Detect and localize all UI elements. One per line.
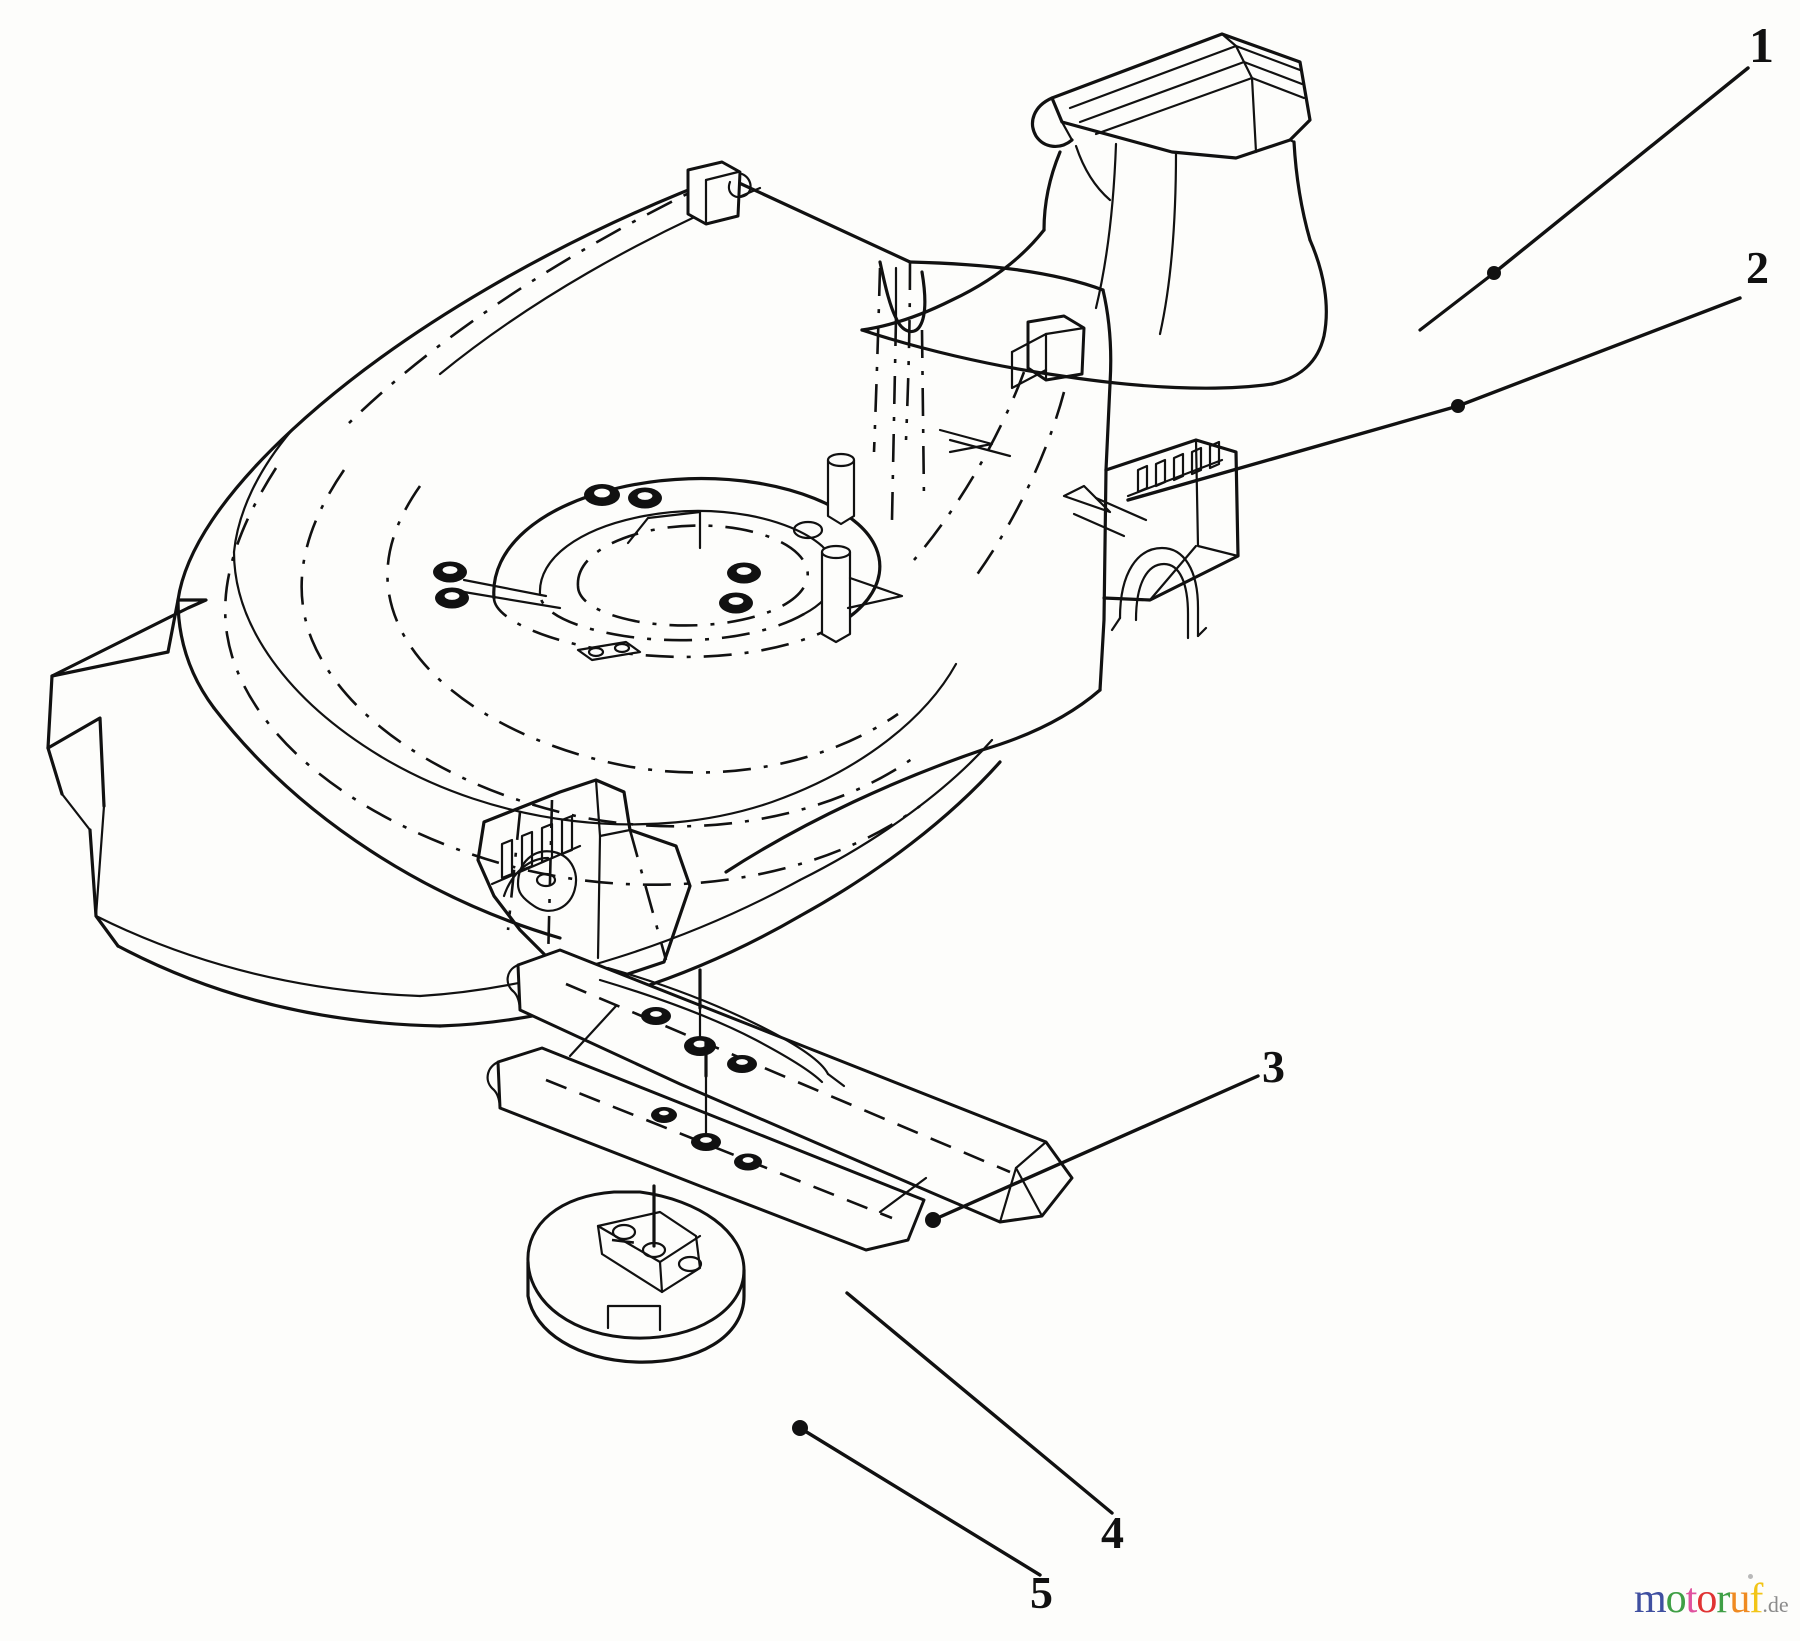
callout-number-2: 2 [1746,242,1769,293]
logo-letter-1: o [1665,1576,1687,1622]
logo-letters: motoruf [1634,1576,1763,1622]
logo-letter-5: u [1729,1576,1750,1622]
motoruf-watermark-logo: motoruf.de [1634,1574,1789,1622]
logo-tld: .de [1762,1592,1789,1617]
fastener [727,562,761,584]
engine-mount-post-b [820,544,852,644]
logo-letter-4: r [1716,1576,1730,1622]
deck-front-left-skirt [46,598,442,1028]
logo-letter-6: f [1749,1576,1763,1622]
rear-discharge-deflector [860,32,1328,390]
fastener [719,592,753,614]
fastener [433,561,467,583]
height-adjust-teeth-left [490,814,582,886]
mower-housing-deck-group [46,160,1240,1028]
callout-number-4: 4 [1101,1507,1124,1558]
callout-number-1: 1 [1749,17,1774,73]
fastener [584,484,620,506]
wheel-bracket-left-front [476,778,692,984]
logo-dot-accent [1747,1574,1753,1579]
logo-letter-0: m [1634,1576,1667,1622]
deflector-hinge-bracket-left [686,160,752,226]
blade-adapter-hub [526,1184,746,1364]
fastener [435,587,469,609]
deck-center-boss [576,640,642,662]
cutting-blade [486,948,1074,1252]
callout-number-5: 5 [1030,1567,1053,1618]
height-adjust-teeth-right [1126,440,1224,498]
blade-bolt [698,968,708,1078]
blade-mount-holes-lower [651,1074,762,1171]
engine-mount-post-a [826,452,856,526]
callout-number-3: 3 [1262,1041,1285,1092]
logo-letter-3: o [1696,1576,1717,1622]
fastener [628,487,662,509]
callout-leader-lines [792,66,1750,1577]
logo-letter-2: t [1685,1576,1698,1622]
engine-mount-fasteners [433,484,761,614]
